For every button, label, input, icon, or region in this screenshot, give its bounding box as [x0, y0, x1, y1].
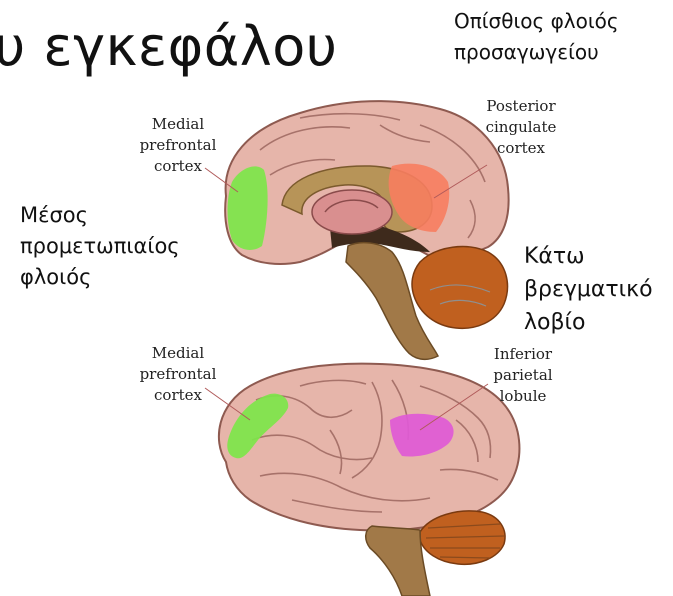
label-inferior-parietal-bottom: Inferior parietal lobule: [478, 344, 568, 407]
label-line: prefrontal: [128, 135, 228, 156]
cerebrum-lateral: [219, 364, 520, 531]
label-line: cortex: [128, 385, 228, 406]
label-medial-prefrontal-top: Medial prefrontal cortex: [128, 114, 228, 177]
label-posterior-cingulate-top: Posterior cingulate cortex: [466, 96, 576, 159]
thalamus: [312, 190, 392, 234]
label-line: lobule: [478, 386, 568, 407]
label-line: Posterior: [466, 96, 576, 117]
lateral-brain: [219, 364, 520, 596]
label-line: Inferior: [478, 344, 568, 365]
label-line: parietal: [478, 365, 568, 386]
label-line: cortex: [128, 156, 228, 177]
label-line: cortex: [466, 138, 576, 159]
brainstem-bottom: [366, 526, 430, 596]
label-line: Medial: [128, 114, 228, 135]
cerebellum-top: [412, 247, 507, 329]
label-medial-prefrontal-bottom: Medial prefrontal cortex: [128, 343, 228, 406]
label-line: prefrontal: [128, 364, 228, 385]
label-line: cingulate: [466, 117, 576, 138]
label-line: Medial: [128, 343, 228, 364]
